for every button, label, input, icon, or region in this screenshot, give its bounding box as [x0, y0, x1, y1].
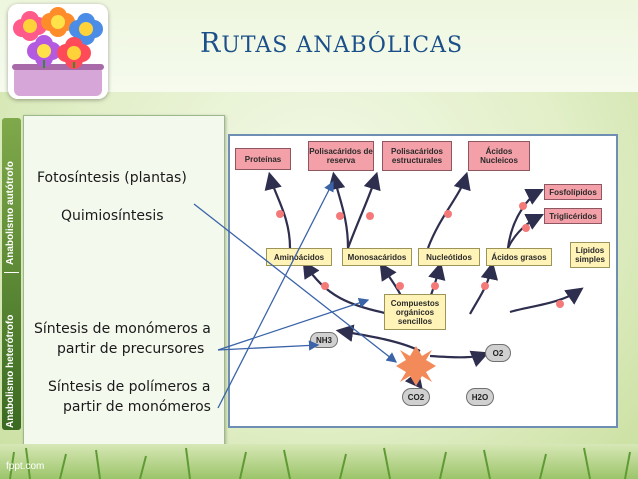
page-title: RUTAS ANABÓLICAS [200, 28, 530, 59]
footer-band [0, 444, 638, 479]
label-heterotrofo: Anabolismo heterótrofo [5, 314, 16, 428]
molecule-nh3: NH3 [310, 332, 338, 348]
title-rest: UTAS ANABÓLICAS [221, 33, 464, 58]
node-nucleotidos: Nucleótidos [418, 248, 480, 266]
node-aminoacidos: Aminoácidos [266, 248, 332, 266]
node-monosacaridos: Monosacáridos [342, 248, 412, 266]
node-lipidos-simples: Lípidos simples [570, 242, 610, 268]
sidebar: Anabolismo autótrofo Anabolismo heterótr… [2, 118, 21, 430]
node-acidos-nucleicos: Ácidos Nucleicos [468, 141, 530, 171]
node-fosfolipidos: Fosfolípidos [544, 184, 602, 200]
node-trigliceridos: Triglicéridos [544, 208, 602, 224]
node-polisacaridos-estructurales: Polisacáridos estructurales [382, 141, 452, 171]
flower-logo [8, 4, 108, 99]
sidebar-divider [4, 272, 19, 273]
item-polimeros-2: partir de monómeros [63, 399, 211, 415]
item-polimeros-1: Síntesis de polímeros a [48, 379, 211, 395]
label-autotrofo: Anabolismo autótrofo [5, 161, 16, 265]
diagram-arrows [264, 171, 584, 390]
title-initial: R [200, 28, 222, 59]
node-compuestos-organicos: Compuestos orgánicos sencillos [384, 294, 446, 330]
node-acidos-grasos: Ácidos grasos [486, 248, 552, 266]
node-proteinas: Proteínas [235, 148, 291, 170]
item-fotosintesis: Fotosíntesis (plantas) [37, 170, 187, 186]
item-quimiosintesis: Quimiosíntesis [61, 208, 164, 224]
molecule-co2: CO2 [402, 388, 430, 406]
item-monomeros-1: Síntesis de monómeros a [34, 321, 211, 337]
molecule-h2o: H2O [466, 388, 494, 406]
item-monomeros-2: partir de precursores [57, 341, 205, 357]
text-panel: Fotosíntesis (plantas) Quimiosíntesis Sí… [23, 115, 225, 445]
molecule-o2: O2 [485, 344, 511, 362]
node-polisacaridos-reserva: Polisacáridos de reserva [308, 141, 374, 171]
footer-brand: fppt.com [6, 461, 45, 472]
metabolic-diagram: Proteínas Polisacáridos de reserva Polis… [228, 134, 618, 428]
grass-decoration [9, 447, 631, 479]
